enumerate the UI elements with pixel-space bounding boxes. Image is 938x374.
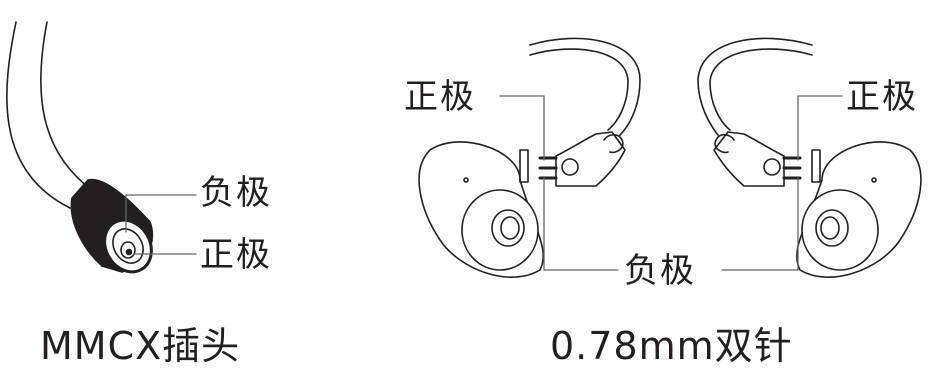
mmcx-leader-lines bbox=[125, 194, 197, 255]
caption-mmcx: MMCX插头 bbox=[40, 324, 241, 368]
pin-leader-lines bbox=[499, 95, 843, 271]
label-negative-mmcx: 负极 bbox=[200, 173, 272, 213]
leader-negative-right bbox=[721, 177, 799, 271]
label-positive-left: 正极 bbox=[404, 77, 476, 117]
leader-positive-left bbox=[499, 95, 545, 161]
left-iem-illustration bbox=[418, 37, 641, 278]
mmcx-plug-illustration bbox=[6, 21, 154, 274]
label-negative-pins: 负极 bbox=[624, 251, 696, 291]
label-positive-right: 正极 bbox=[846, 77, 918, 117]
leader-negative-mmcx bbox=[125, 194, 197, 233]
label-positive-mmcx: 正极 bbox=[200, 235, 272, 275]
leader-positive-right bbox=[797, 95, 843, 161]
right-iem-illustration bbox=[697, 37, 922, 278]
caption-078mm: 0.78mm双针 bbox=[550, 324, 793, 368]
leader-negative-left bbox=[543, 177, 619, 271]
